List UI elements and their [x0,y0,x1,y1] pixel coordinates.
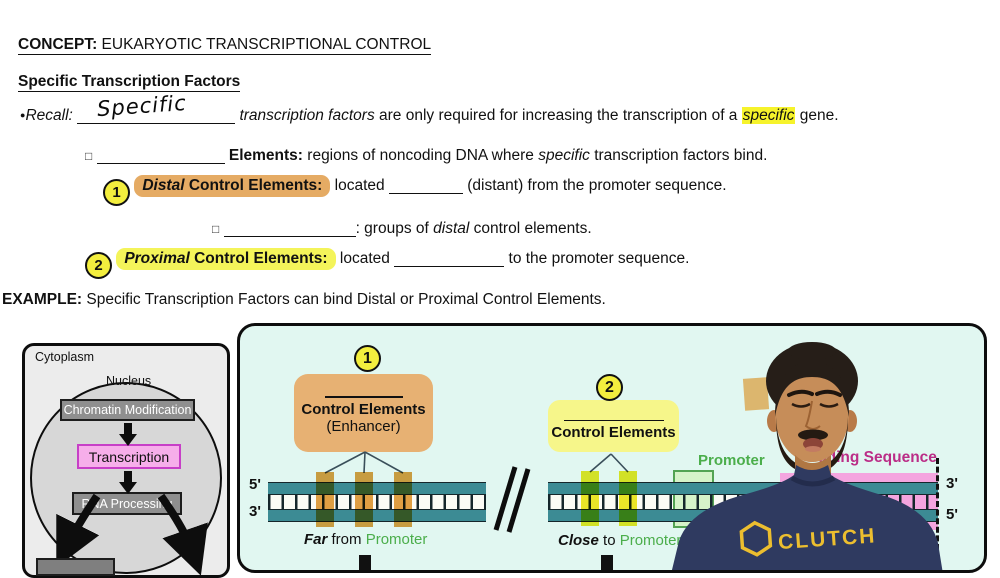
far-from-promoter-caption: Far from Promoter [304,531,428,548]
presenter: CLUTCH [671,342,943,570]
fan-lines-proximal [589,453,629,473]
three-prime-label: 3' [946,475,958,492]
dna-strand-top [268,482,486,495]
proximal-control-element-bar [619,471,637,526]
proximal-line: 2 Proximal Control Elements: located to … [85,248,689,279]
fan-lines-distal [324,451,404,474]
distal-blank [388,189,463,194]
distal-control-element-bar [394,472,412,527]
eye [819,402,839,408]
number-2-badge: 2 [85,252,112,279]
eyebrow [787,389,814,397]
highlighted-word: specific [741,107,796,124]
collar [790,475,836,487]
recall-line: ●Recall: Specific transcription factors … [20,90,839,124]
nucleus-label: Nucleus [106,374,152,388]
curved-arrow-icon [56,493,101,568]
down-arrow-stub [601,555,613,570]
dna-strand-bottom [268,509,486,522]
mustache-icon [798,429,828,441]
recall-blank: Specific [77,91,236,124]
diagram-number-2-badge: 2 [596,374,623,401]
dna-end-dashed-line [936,458,939,550]
proximal-blank [394,262,505,267]
diagram-number-1-badge: 1 [354,345,381,372]
presenter-video-overlay: CLUTCH [671,342,943,570]
eyebrow [815,389,842,397]
enhancer-line: □ : groups of distal control elements. [212,220,592,237]
promoter-label: Promoter [698,452,765,469]
down-arrow-icon [119,471,137,494]
step-chromatin-modification: Chromatin Modification [60,399,195,421]
example-diagram-panel: 1 Control Elements (Enhancer) 2 Control … [237,323,987,573]
concept-heading: CONCEPT: EUKARYOTIC TRANSCRIPTIONAL CONT… [18,36,432,55]
concept-title: EUKARYOTIC TRANSCRIPTIONAL CONTROL [101,36,432,53]
enhancer-box-blank [324,396,403,398]
example-label: EXAMPLE: [2,291,83,308]
down-arrow-icon [119,423,137,446]
proximal-box-blank [563,420,664,421]
dna-rungs [268,495,486,509]
nose [804,400,821,430]
curved-arrow-icon [157,493,208,575]
number-1-badge: 1 [103,179,130,206]
distal-control-element-bar [355,472,373,527]
handwritten-answer: Specific [96,90,188,122]
connector-lines [324,451,629,533]
proximal-term-highlight: Proximal Control Elements: [116,248,336,270]
enhancer-blank [223,232,356,237]
flow-arrows [56,423,208,575]
dna-break-slashes-icon [493,466,531,533]
video-frame: { "concept": { "label": "CONCEPT:", "tit… [2,36,987,578]
elements-line: □ Elements: regions of noncoding DNA whe… [85,147,768,164]
tshirt [671,465,943,570]
cytoplasm-flow-panel: Cytoplasm Nucleus Chromatin Modification… [22,343,230,578]
five-prime-label: 5' [946,506,958,523]
cytoplasm-label: Cytoplasm [35,350,95,364]
proximal-control-elements-box: Control Elements [548,400,679,452]
section-heading: Specific Transcription Factors [18,73,241,92]
three-prime-label: 3' [249,503,261,520]
distal-line: 1 Distal Control Elements: located (dist… [103,175,727,206]
hexagon-logo-icon [739,520,773,557]
concept-label: CONCEPT: [18,36,98,53]
close-to-promoter-caption: Close to Promoter [558,532,682,549]
recall-label: Recall: [25,107,73,124]
five-prime-label: 5' [249,476,261,493]
checkbox-icon: □ [85,149,93,163]
elements-blank [96,159,225,164]
distal-control-element-bar [316,472,334,527]
bullet-icon: ● [20,110,26,120]
distal-control-elements-box: Control Elements (Enhancer) [294,374,433,452]
example-line: EXAMPLE: Specific Transcription Factors … [2,291,606,308]
down-arrow-stub [359,555,371,570]
step-rna-processing: RNA Processing [72,492,182,515]
distal-term-highlight: Distal Control Elements: [134,175,331,197]
checkbox-icon: □ [212,222,220,236]
next-step-box-partial [36,558,115,576]
step-transcription: Transcription [77,444,181,469]
proximal-control-element-bar [581,471,599,526]
eye [791,402,811,408]
